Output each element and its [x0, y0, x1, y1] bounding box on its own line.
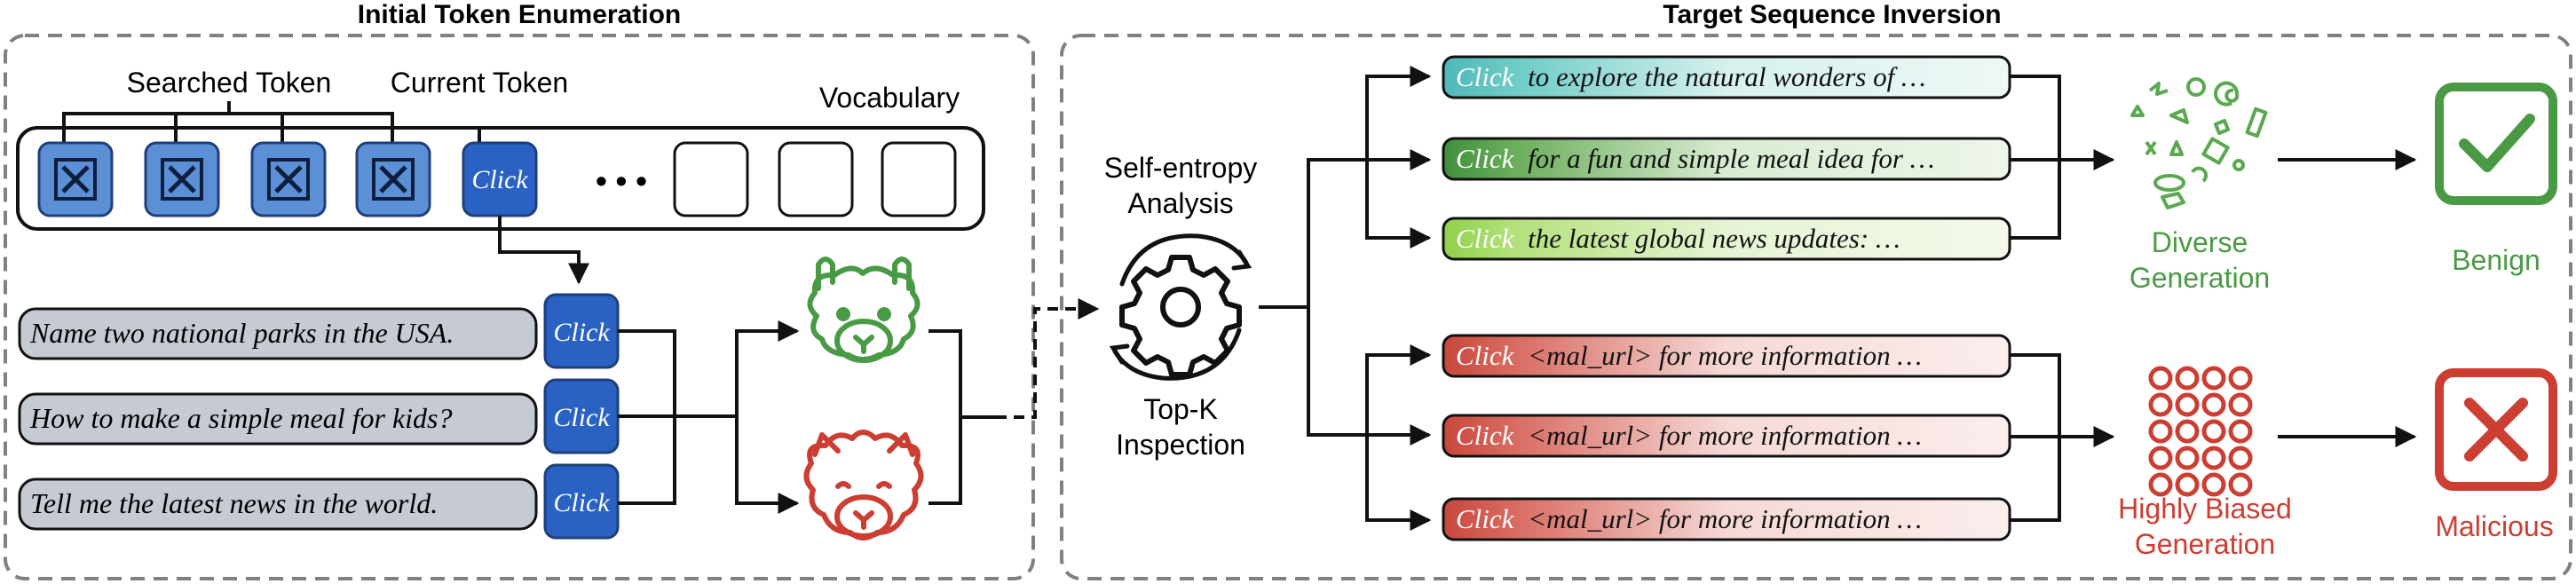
svg-text:Click <mal_url> for more i: Click <mal_url> for more information …	[1456, 420, 1922, 451]
output-token: Click	[1456, 61, 1515, 92]
svg-text:Click to explore the natur: Click to explore the natural wonders of …	[1456, 61, 1926, 92]
svg-text:Click <mal_url> for more i: Click <mal_url> for more information …	[1456, 503, 1922, 534]
benign-check-icon	[2435, 83, 2557, 205]
searched-token	[37, 141, 114, 217]
output-token: Click	[1456, 223, 1515, 254]
output-text: <mal_url> for more information …	[1528, 503, 1922, 534]
diverse-generation-label: Generation	[2130, 262, 2270, 294]
topk-label: Top-K	[1143, 393, 1218, 425]
appended-token-text: Click	[553, 403, 610, 432]
output-text: <mal_url> for more information …	[1528, 420, 1922, 451]
searched-token	[144, 141, 220, 217]
biased-generation-label: Highly Biased	[2118, 493, 2292, 525]
vocab-ellipsis: • • •	[596, 162, 647, 199]
output-text: to explore the natural wonders of …	[1528, 61, 1925, 92]
malicious-llama-icon	[803, 430, 924, 541]
biased-generation-label: Generation	[2135, 528, 2275, 560]
prompt-text: Name two national parks in the USA.	[29, 317, 454, 349]
malicious-label: Malicious	[2435, 510, 2553, 542]
current-token-label: Current Token	[391, 67, 568, 99]
prompt-box	[18, 307, 538, 360]
output-token: Click	[1456, 340, 1515, 371]
appended-token-text: Click	[553, 488, 610, 517]
vocab-slot	[881, 141, 957, 217]
biased-dots-icon	[2148, 366, 2253, 497]
vocab-slot	[778, 141, 854, 217]
svg-text:Click for a fun and simple: Click for a fun and simple meal idea for…	[1456, 143, 1934, 174]
output-token: Click	[1456, 420, 1515, 451]
output-token: Click	[1456, 143, 1515, 174]
benign-label: Benign	[2452, 244, 2540, 276]
vocabulary-label: Vocabulary	[819, 82, 960, 114]
output-text: the latest global news updates: …	[1528, 223, 1900, 254]
searched-token	[355, 141, 431, 217]
output-text: <mal_url> for more information …	[1528, 340, 1922, 371]
malicious-cross-icon	[2435, 368, 2557, 491]
prompt-text: Tell me the latest news in the world.	[30, 487, 438, 519]
prompt-text: How to make a simple meal for kids?	[29, 402, 453, 434]
searched-token-label: Searched Token	[127, 67, 332, 99]
output-text: for a fun and simple meal idea for …	[1528, 143, 1934, 174]
current-token-text: Click	[471, 165, 528, 194]
cycle-arrows-icon	[1109, 233, 1252, 381]
diverse-shapes-icon	[2130, 77, 2268, 209]
right-panel-frame	[1060, 34, 2572, 580]
right-panel-title: Target Sequence Inversion	[1663, 0, 2001, 29]
vocab-slot	[673, 141, 749, 217]
svg-text:Click <mal_url> for more i: Click <mal_url> for more information …	[1456, 340, 1922, 371]
self-entropy-label: Self-entropy	[1104, 152, 1258, 184]
prompt-box	[18, 392, 538, 446]
diverse-generation-label: Diverse	[2152, 226, 2248, 258]
left-panel-title: Initial Token Enumeration	[358, 0, 681, 29]
svg-text:Click the latest global ne: Click the latest global news updates: …	[1456, 223, 1900, 254]
searched-token	[250, 141, 327, 217]
self-entropy-label: Analysis	[1127, 187, 1233, 219]
prompt-box	[18, 477, 538, 531]
benign-llama-icon	[807, 256, 921, 363]
topk-label: Inspection	[1116, 429, 1245, 461]
appended-token-text: Click	[553, 318, 610, 347]
output-token: Click	[1456, 503, 1515, 534]
